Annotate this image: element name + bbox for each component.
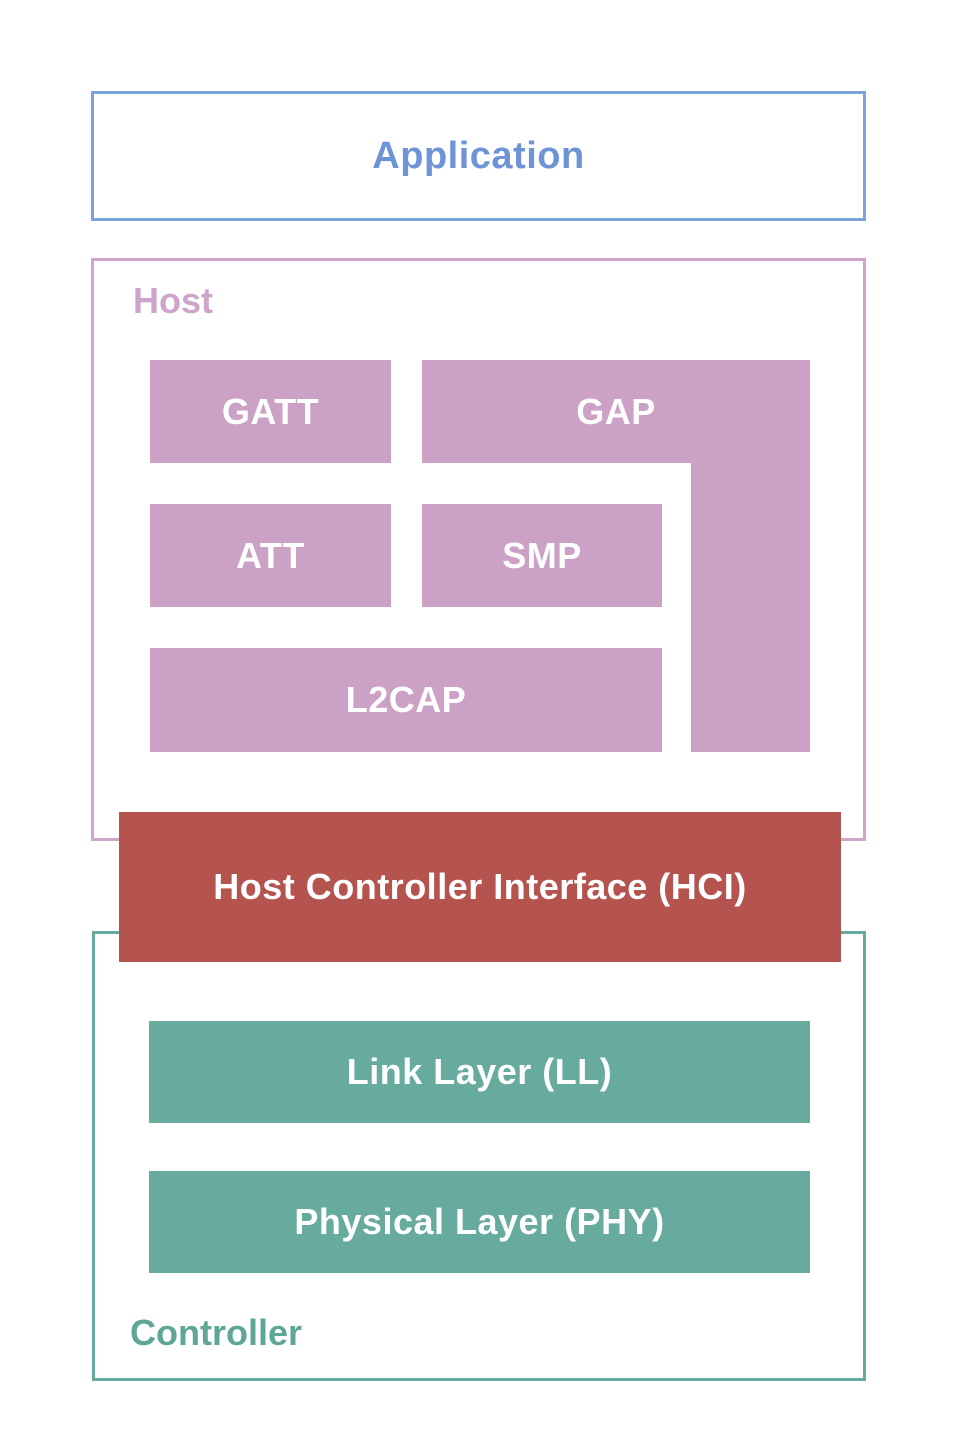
att-label: ATT — [236, 534, 305, 576]
gatt-label: GATT — [221, 390, 320, 432]
gap-box-column — [691, 462, 810, 752]
att-box: ATT — [150, 504, 391, 607]
l2cap-label: L2CAP — [345, 679, 467, 720]
link-layer-label: Link Layer (LL) — [346, 1051, 613, 1092]
gap-box: GAP — [422, 360, 810, 463]
application-label: Application — [372, 134, 585, 177]
gap-label: GAP — [576, 390, 656, 432]
gatt-box: GATT — [150, 360, 391, 463]
controller-label: Controller — [130, 1312, 303, 1353]
link-layer-box: Link Layer (LL) — [149, 1021, 810, 1123]
controller-box — [92, 931, 866, 1381]
hci-box: Host Controller Interface (HCI) — [119, 812, 841, 962]
l2cap-box: L2CAP — [150, 648, 662, 752]
physical-layer-box: Physical Layer (PHY) — [149, 1171, 810, 1273]
smp-label: SMP — [502, 534, 582, 576]
host-label: Host — [133, 280, 213, 321]
physical-layer-label: Physical Layer (PHY) — [294, 1201, 665, 1242]
hci-label: Host Controller Interface (HCI) — [213, 866, 747, 907]
application-box: Application — [91, 91, 866, 221]
smp-box: SMP — [422, 504, 662, 607]
